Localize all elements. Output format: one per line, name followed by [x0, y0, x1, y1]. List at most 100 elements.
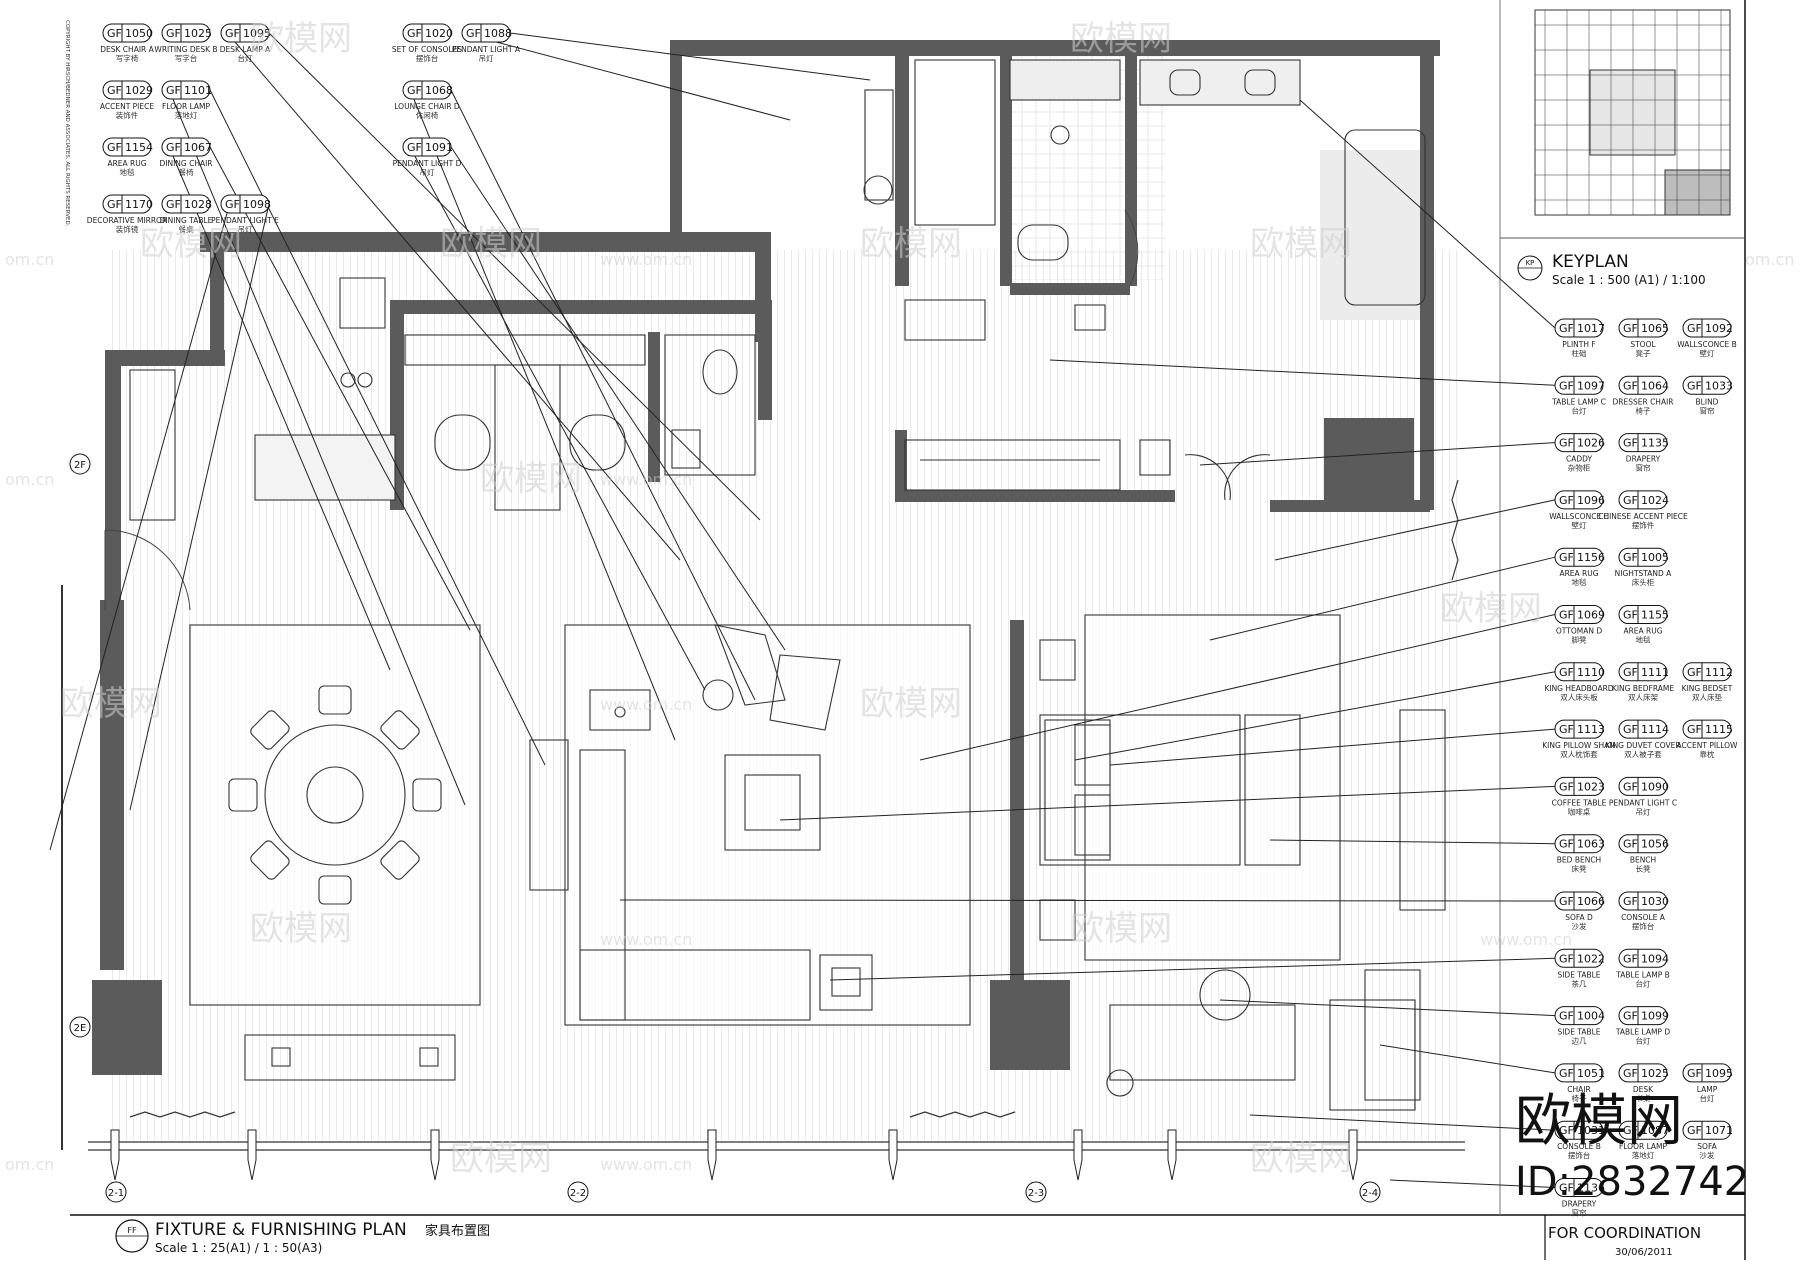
tag-number: 1068	[425, 84, 453, 97]
watermark-site: www.om.cn	[600, 470, 692, 489]
tag-name-cn: 双人枕饰套	[1560, 749, 1598, 759]
tag-name: ACCENT PILLOW	[1677, 741, 1739, 750]
tag-name: TABLE LAMP B	[1615, 970, 1670, 979]
tag-name-cn: 地毯	[1636, 635, 1652, 645]
tag-name: SIDE TABLE	[1557, 1028, 1600, 1037]
grid-label: 2E	[74, 1023, 87, 1034]
tag-name-cn: 落地灯	[175, 110, 198, 120]
tag-number: 1030	[1641, 895, 1669, 908]
column-marker	[430, 1129, 440, 1181]
tag-name: SIDE TABLE	[1557, 970, 1600, 979]
leader-line	[1219, 999, 1556, 1017]
tag-number: 1156	[1577, 551, 1605, 564]
tag-code: GF	[407, 141, 422, 154]
tag-name: CADDY	[1566, 455, 1593, 464]
tag-number: 1069	[1577, 609, 1605, 622]
tag-name: DESK LAMP A	[220, 45, 271, 54]
dining-chair	[318, 875, 352, 905]
watermark-site: www.om.cn	[600, 1155, 692, 1174]
tag-name: WRITING DESK B	[154, 45, 217, 54]
tag-code: GF	[107, 84, 122, 97]
tag-name-cn: 靠枕	[1700, 749, 1716, 759]
tag-number: 1099	[1641, 1010, 1669, 1023]
tag-name: DINING CHAIR	[159, 159, 212, 168]
tag-number: 1091	[425, 141, 453, 154]
callout-leader-lines	[49, 32, 1556, 1188]
tag-number: 1094	[1641, 952, 1669, 965]
tag-code: GF	[1559, 1010, 1574, 1023]
tag-code: GF	[107, 198, 122, 211]
tag-name: AREA RUG	[1623, 627, 1662, 636]
watermark-site: www.om.cn	[600, 930, 692, 949]
tag-code: GF	[1559, 1124, 1574, 1137]
tag-name: STOOL	[1630, 340, 1656, 349]
tag-name-cn: 脚凳	[1572, 635, 1588, 645]
watermark-brand: 欧模网	[1070, 909, 1172, 949]
bathroom-fixtures	[863, 59, 1426, 341]
tag-name-cn: 椅子	[1636, 405, 1652, 415]
tag-number: 1135	[1641, 437, 1669, 450]
tag-number: 1087	[1641, 1124, 1669, 1137]
tag-name: WALLSCONCE C	[1549, 512, 1609, 521]
leader-line	[1209, 556, 1556, 641]
tag-name-cn: 台灯	[1572, 405, 1588, 415]
tag-name: BENCH	[1630, 856, 1656, 865]
title-symbol: FF	[127, 1226, 137, 1235]
leader-line	[169, 148, 391, 671]
tag-name-cn: 吊灯	[1636, 806, 1652, 816]
tag-name-cn: 摆饰台	[1568, 1150, 1591, 1160]
watermark-brand: 欧模网	[1440, 589, 1542, 629]
tag-name: KING BEDSET	[1682, 684, 1733, 693]
leader-line	[1199, 442, 1556, 466]
tag-name: NIGHTSTAND A	[1615, 569, 1673, 578]
leader-line	[779, 785, 1556, 821]
column-marker	[1073, 1129, 1083, 1181]
tag-code: GF	[1623, 838, 1638, 851]
tag-name-cn: 台灯	[1636, 978, 1652, 988]
tag-name-cn: 床头柜	[1632, 577, 1655, 587]
tag-number: 1024	[1641, 494, 1669, 507]
leader-line	[1299, 99, 1556, 329]
tag-name-cn: 边几	[1572, 1037, 1588, 1046]
tag-name-cn: 长凳	[1636, 864, 1652, 874]
tag-name: PENDANT LIGHT A	[452, 45, 521, 54]
tag-name: DINING TABLE	[160, 216, 213, 225]
leader-line	[919, 614, 1556, 761]
tag-name-cn: 吊灯	[479, 53, 494, 63]
leader-line	[49, 205, 230, 851]
tag-code: GF	[1559, 494, 1574, 507]
tag-name: SOFA D	[1565, 913, 1593, 922]
tag-code: GF	[1559, 952, 1574, 965]
door-swings	[104, 209, 1139, 611]
watermark-corner: om.cn	[1745, 250, 1794, 269]
tag-name-cn: 杂物柜	[1568, 463, 1591, 473]
tag-number: 1056	[1641, 838, 1669, 851]
tag-number: 1033	[1705, 379, 1733, 392]
tag-name-cn: 柱础	[1572, 348, 1587, 358]
tag-name: OTTOMAN D	[1556, 627, 1602, 636]
tag-code: GF	[1559, 609, 1574, 622]
tag-name: KING HEADBOARD	[1544, 684, 1613, 693]
tag-code: GF	[166, 84, 181, 97]
dining-chair	[380, 710, 420, 750]
tag-name-cn: 台灯	[238, 53, 253, 63]
tag-number: 1050	[125, 27, 153, 40]
keyplan-drawing	[1534, 9, 1731, 216]
tag-name-cn: 落地灯	[1632, 1150, 1655, 1160]
title-scale: Scale 1 : 25(A1) / 1 : 50(A3)	[155, 1241, 322, 1255]
